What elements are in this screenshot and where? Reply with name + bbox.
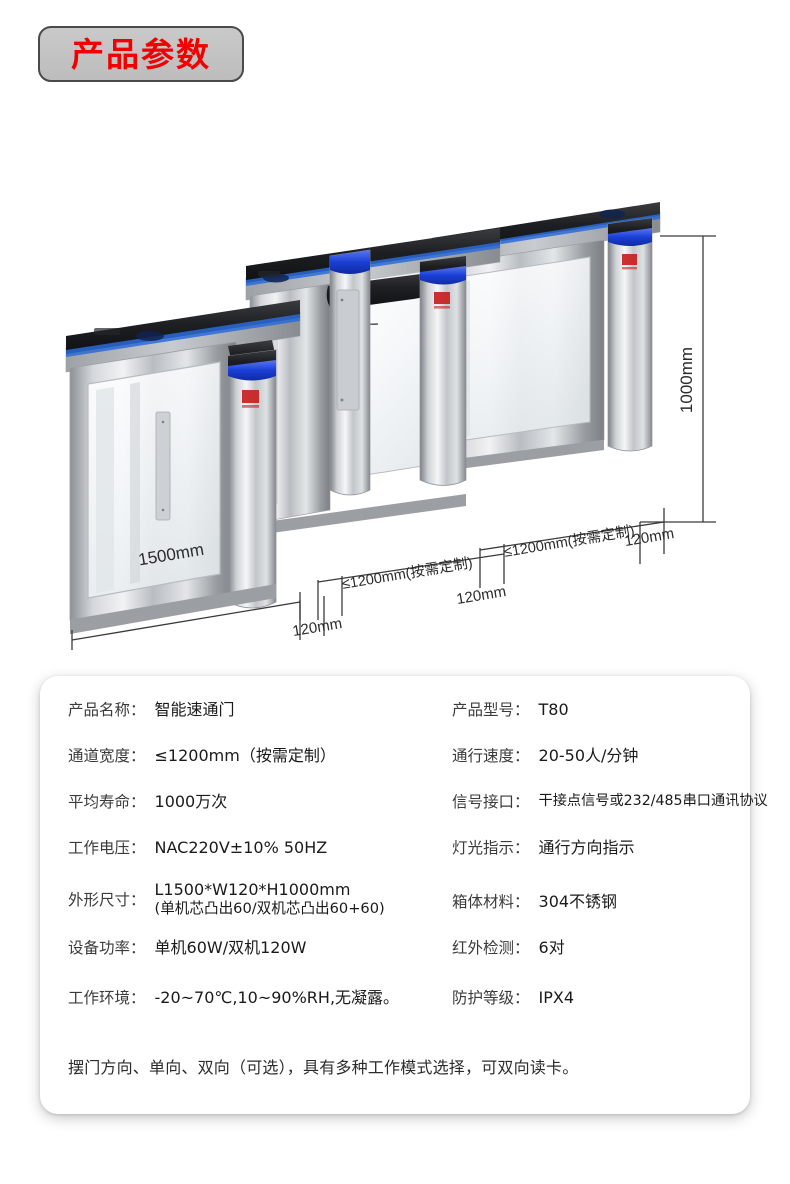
spec-label: 平均寿命： bbox=[68, 793, 146, 811]
turnstile-unit-middle bbox=[245, 228, 501, 536]
spec-row-power: 设备功率： 单机60W/双机120W bbox=[68, 938, 428, 959]
spec-row-throughput: 通行速度： 20-50人/分钟 bbox=[452, 746, 772, 767]
spec-value: ≤1200mm（按需定制） bbox=[154, 746, 336, 765]
brand-logo-icon bbox=[242, 390, 259, 408]
spec-value: -20~70℃,10~90%RH,无凝露。 bbox=[154, 988, 400, 1007]
turnstile-inner-post bbox=[329, 249, 371, 496]
spec-row-environment: 工作环境： -20~70℃,10~90%RH,无凝露。 bbox=[68, 988, 428, 1009]
spec-row-cabinet-material: 箱体材料： 304不锈钢 bbox=[452, 892, 772, 913]
spec-value: L1500*W120*H1000mm (单机芯凸出60/双机芯凸出60+60) bbox=[155, 880, 428, 917]
dim-label-lane-back: ≤1200mm(按需定制) bbox=[503, 522, 636, 561]
spec-label: 设备功率： bbox=[68, 939, 146, 957]
spec-row-signal-interface: 信号接口： 干接点信号或232/485串口通讯协议 bbox=[452, 792, 772, 812]
brand-logo-icon bbox=[622, 254, 637, 270]
spec-label: 产品型号： bbox=[452, 701, 530, 719]
spec-value-sub: (单机芯凸出60/双机芯凸出60+60) bbox=[154, 899, 385, 917]
spec-value: 20-50人/分钟 bbox=[538, 746, 639, 765]
dim-label-height: 1000mm bbox=[677, 347, 696, 413]
turnstile-unit-back bbox=[431, 202, 661, 472]
spec-row-lifespan: 平均寿命： 1000万次 bbox=[68, 792, 428, 813]
spec-row-protection-grade: 防护等级： IPX4 bbox=[452, 988, 772, 1009]
spec-label: 通行速度： bbox=[452, 747, 530, 765]
dim-label-lane-front: ≤1200mm(按需定制) bbox=[341, 554, 474, 593]
dim-label-depth-mid: 120mm bbox=[455, 583, 507, 608]
spec-label: 产品名称： bbox=[68, 701, 146, 719]
spec-footnote: 摆门方向、单向、双向（可选），具有多种工作模式选择，可双向读卡。 bbox=[68, 1058, 579, 1077]
spec-label: 红外检测： bbox=[452, 939, 530, 957]
spec-value: 1000万次 bbox=[154, 792, 228, 811]
spec-label: 工作电压： bbox=[68, 839, 146, 857]
spec-row-lane-width: 通道宽度： ≤1200mm（按需定制） bbox=[68, 746, 428, 767]
spec-label: 通道宽度： bbox=[68, 747, 146, 765]
spec-row-model: 产品型号： T80 bbox=[452, 700, 772, 721]
spec-row-dimensions: 外形尺寸： L1500*W120*H1000mm (单机芯凸出60/双机芯凸出6… bbox=[68, 880, 428, 917]
spec-label: 箱体材料： bbox=[452, 893, 530, 911]
spec-label: 外形尺寸： bbox=[68, 891, 146, 909]
product-illustration: 1000mm 1500mm 120mm ≤1200mm(按需定制) 120mm … bbox=[0, 150, 790, 660]
spec-value: NAC220V±10% 50HZ bbox=[154, 838, 328, 857]
section-title-badge: 产品参数 bbox=[38, 26, 244, 82]
spec-row-infrared: 红外检测： 6对 bbox=[452, 938, 772, 959]
spec-label: 工作环境： bbox=[68, 989, 146, 1007]
spec-value: 6对 bbox=[538, 938, 565, 957]
dim-label-depth-front: 120mm bbox=[291, 615, 343, 640]
spec-value: T80 bbox=[538, 700, 569, 719]
spec-value: 304不锈钢 bbox=[538, 892, 618, 911]
spec-row-light-indicator: 灯光指示： 通行方向指示 bbox=[452, 838, 772, 859]
spec-value: 干接点信号或232/485串口通讯协议 bbox=[538, 793, 768, 809]
spec-row-voltage: 工作电压： NAC220V±10% 50HZ bbox=[68, 838, 428, 859]
spec-value-main: L1500*W120*H1000mm bbox=[154, 880, 351, 899]
brand-logo-icon bbox=[434, 292, 450, 309]
spec-label: 防护等级： bbox=[452, 989, 530, 1007]
spec-label: 信号接口： bbox=[452, 793, 530, 811]
spec-label: 灯光指示： bbox=[452, 839, 530, 857]
spec-value: 单机60W/双机120W bbox=[154, 938, 307, 957]
section-title-text: 产品参数 bbox=[71, 34, 211, 74]
spec-row-product-name: 产品名称： 智能速通门 bbox=[68, 700, 428, 721]
specification-card: 产品名称： 智能速通门 通道宽度： ≤1200mm（按需定制） 平均寿命： 10… bbox=[40, 676, 768, 1114]
turnstile-unit-front bbox=[65, 300, 301, 634]
spec-value: 智能速通门 bbox=[154, 700, 235, 719]
dimension-lines bbox=[71, 235, 716, 650]
spec-value: IPX4 bbox=[538, 988, 575, 1007]
spec-value: 通行方向指示 bbox=[538, 838, 635, 857]
